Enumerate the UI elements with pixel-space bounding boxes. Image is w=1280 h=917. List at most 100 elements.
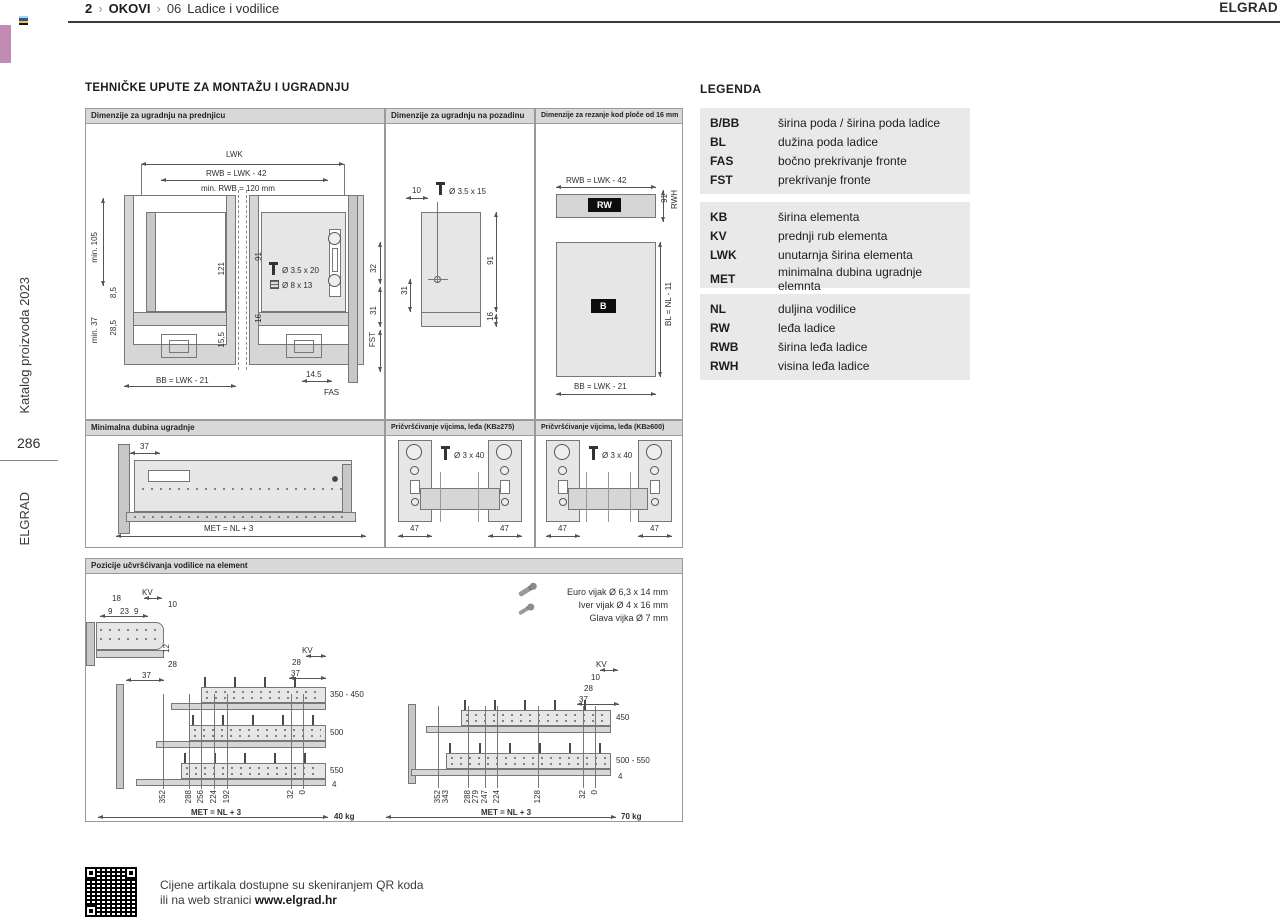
dim-label: 31 [369, 306, 378, 315]
legend-abbr: KV [710, 228, 727, 243]
panel-title: Minimalna dubina ugradnje [86, 421, 384, 436]
dim-line [126, 678, 164, 682]
breadcrumb-section[interactable]: OKOVI [108, 1, 151, 16]
slide-450 [426, 726, 611, 733]
back-panel [421, 212, 481, 327]
back-panel-edge [420, 488, 500, 510]
rail-length-label: 500 [330, 728, 344, 737]
dim-label: 8,5 [109, 287, 118, 299]
legend-row: KB širina elementa [700, 207, 970, 226]
pos-line [583, 706, 584, 788]
rail-detail [96, 622, 164, 650]
pos-line [163, 694, 164, 789]
dim-label: 91 [254, 252, 263, 261]
legend-title: LEGENDA [700, 82, 762, 96]
ext-line [141, 164, 142, 195]
load-label: 40 kg [334, 812, 355, 821]
bracket-hole [650, 466, 659, 475]
legend-desc: bočno prekrivanje fronte [778, 153, 907, 168]
legend-desc: širina elementa [778, 209, 860, 224]
dim-label: min. RWB = 120 mm [201, 184, 275, 193]
brand-logo-text: ELGRAD [1219, 0, 1278, 15]
front-panel-fst [348, 195, 358, 383]
dim-line [386, 815, 616, 819]
slide-550 [136, 779, 326, 786]
dim-label: 37 [140, 442, 149, 451]
pos-line [303, 694, 304, 789]
bracket-hole [554, 444, 570, 460]
rail-length-label: 500 - 550 [616, 756, 650, 765]
dim-label: 15,5 [217, 332, 226, 348]
dim-line [302, 379, 332, 383]
dim-line [144, 596, 162, 600]
bracket-slot [650, 480, 660, 494]
dim-line [398, 534, 432, 538]
legend-desc: leđa ladice [778, 320, 836, 335]
dim-label: 47 [500, 524, 509, 533]
drawer-side-view [134, 460, 352, 512]
pos-label: 224 [209, 790, 218, 804]
pos-line [214, 694, 215, 789]
hole-row [194, 729, 321, 731]
legend-desc: dužina poda ladice [778, 134, 879, 149]
euro-screw-icon [517, 583, 536, 598]
rail-detail-tab [96, 650, 164, 658]
legend-desc: duljina vodilice [778, 301, 857, 316]
footer-url[interactable]: www.elgrad.hr [254, 893, 337, 907]
panel-min-depth: Minimalna dubina ugradnje 37 MET = NL + … [85, 420, 385, 548]
dim-line [98, 815, 328, 819]
dim-label: 10 [412, 186, 421, 195]
footer-line-2: ili na web stranici www.elgrad.hr [160, 893, 423, 908]
bracket-hole [411, 498, 419, 506]
dim-label: RWB = LWK - 42 [206, 169, 267, 178]
dim-label: KV [142, 588, 153, 597]
screw-spec: Glava vijka Ø 7 mm [589, 613, 668, 623]
legend-desc: širina leđa ladice [778, 339, 868, 354]
panel-title: Dimenzije za ugradnju na prednjicu [86, 109, 384, 124]
pin [478, 472, 479, 522]
dim-label: min. 37 [90, 317, 99, 344]
dim-label: KV [302, 646, 313, 655]
pos-label: 343 [441, 790, 450, 804]
pos-label: 0 [298, 790, 307, 795]
legend-abbr: B/BB [710, 115, 740, 130]
center-dash-line [246, 190, 247, 370]
dim-line [494, 314, 498, 327]
rail-length-label: 550 [330, 766, 344, 775]
dim-label: 47 [650, 524, 659, 533]
bracket-hole [651, 498, 659, 506]
center-dash-line [238, 190, 239, 370]
panel-cutting-dimensions: Dimenzije za rezanje kod ploče od 16 mm … [535, 108, 683, 420]
legend-abbr: KB [710, 209, 728, 224]
sidebar-divider [0, 460, 58, 461]
dim-line [556, 185, 656, 189]
pos-line [227, 694, 228, 789]
cabinet-front-edge [408, 704, 416, 784]
bracket-hole [496, 444, 512, 460]
bracket-hole [406, 444, 422, 460]
header-rule [68, 21, 1280, 23]
dim-line [546, 534, 580, 538]
bracket-slot [410, 480, 420, 494]
mini-logo-icon [19, 16, 28, 25]
dim-label: 18 [112, 594, 121, 603]
breadcrumb-subsection-title[interactable]: Ladice i vodilice [187, 1, 280, 16]
dim-label: 31 [400, 286, 409, 295]
pos-label: 32 [578, 790, 587, 799]
legend-abbr: NL [710, 301, 726, 316]
bracket-hole [559, 498, 567, 506]
drawer-bottom-right [258, 312, 354, 326]
hole-row [134, 516, 348, 518]
dim-label: 91 [660, 194, 669, 203]
pos-line [201, 694, 202, 789]
pin [630, 472, 631, 522]
legend-abbr: FAS [710, 153, 734, 168]
logo-stripe [19, 18, 28, 21]
ext-line [344, 164, 345, 195]
